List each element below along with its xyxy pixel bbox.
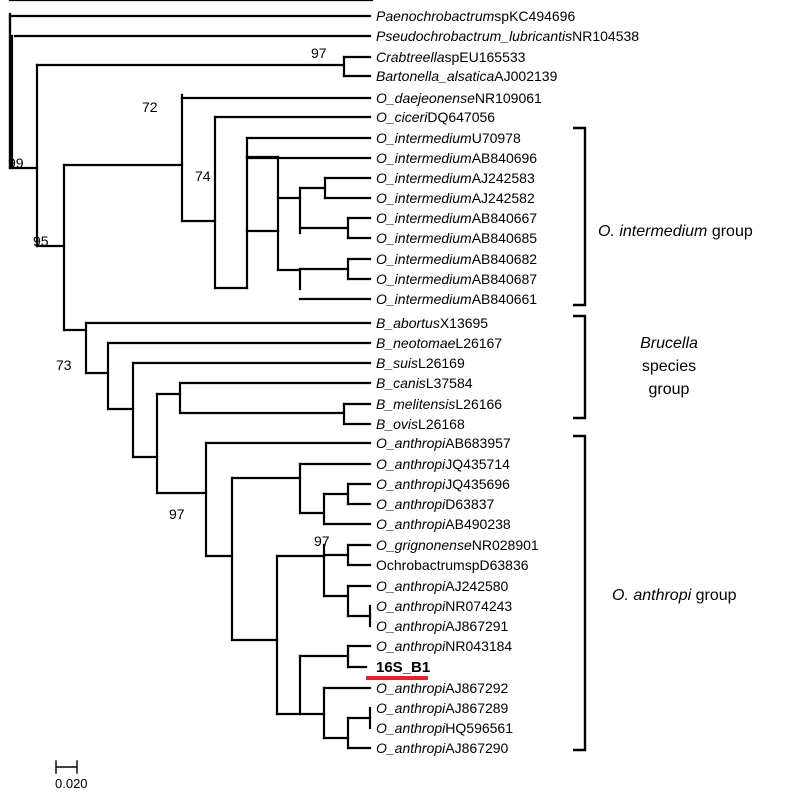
tip-label: O_anthropiAJ242580 <box>376 578 509 594</box>
bootstrap-label: 97 <box>169 506 185 522</box>
tree-branches <box>8 0 374 750</box>
tip-label: O_intermediumAB840661 <box>376 291 537 307</box>
tip-label: O_grignonenseNR028901 <box>376 537 539 553</box>
intermedium-group-bracket <box>573 126 587 307</box>
tip-label: O_intermediumAJ242583 <box>376 170 535 186</box>
brucella-group-label-line1: Brucella <box>640 335 698 352</box>
brucella-group-label-line3: group <box>649 381 690 398</box>
tip-label: O_intermediumAJ242582 <box>376 190 535 206</box>
bootstrap-label: 97 <box>314 533 330 549</box>
tip-label: O_daejeonenseNR109061 <box>376 90 542 106</box>
bootstrap-label: 95 <box>33 233 49 249</box>
anthropi-group-bracket <box>573 434 587 752</box>
tip-label: O_anthropiAB683957 <box>376 435 511 451</box>
tip-label: O_intermediumAB840667 <box>376 210 537 226</box>
tip-label: O_intermediumAB840682 <box>376 251 537 267</box>
tip-label: O_anthropiJQ435714 <box>376 456 510 472</box>
scale-bar-label: 0.020 <box>55 776 88 791</box>
brucella-group-bracket <box>573 314 587 420</box>
tip-label: Pseudochrobactrum_lubricantisNR104538 <box>376 28 639 44</box>
scale-bar <box>55 760 78 774</box>
tip-label: O_intermediumU70978 <box>376 130 521 146</box>
tip-label: B_ovisL26168 <box>376 416 465 432</box>
tip-label: CrabtreellaspEU165533 <box>376 49 526 65</box>
bootstrap-label: 99 <box>8 155 24 171</box>
tip-label: O_anthropiAB490238 <box>376 516 511 532</box>
tip-label: O_anthropiAJ867292 <box>376 680 509 696</box>
bootstrap-label: 72 <box>142 99 158 115</box>
bootstrap-label: 73 <box>56 357 72 373</box>
tip-label: O_anthropiNR043184 <box>376 638 512 654</box>
tip-label: O_intermediumAB840687 <box>376 271 537 287</box>
tip-label: O_ciceriDQ647056 <box>376 109 495 125</box>
tip-label: B_melitensisL26166 <box>376 396 502 412</box>
bootstrap-label: 74 <box>195 168 211 184</box>
tip-label: PaenochrobactrumspKC494696 <box>376 8 575 24</box>
tip-label: B_abortusX13695 <box>376 315 488 331</box>
tip-labels: PaenochrobactrumspKC494696Pseudochrobact… <box>376 8 639 756</box>
tip-label: Bartonella_alsaticaAJ002139 <box>376 68 558 84</box>
bootstrap-label: 97 <box>311 45 327 61</box>
tip-label: B_neotomaeL26167 <box>376 335 502 351</box>
tip-label: O_intermediumAB840685 <box>376 230 537 246</box>
tip-label: O_anthropiD63837 <box>376 496 495 512</box>
tip-label: O_anthropiAJ867290 <box>376 740 509 756</box>
tip-label: O_intermediumAB840696 <box>376 150 537 166</box>
tip-label: O_anthropiNR074243 <box>376 598 512 614</box>
tip-label: O_anthropiAJ867289 <box>376 700 509 716</box>
tip-label: OchrobactrumspD63836 <box>376 557 529 573</box>
tip-label: 16S_B1 <box>376 659 430 676</box>
intermedium-group-label: O. intermedium group <box>598 223 753 240</box>
brucella-group-label-line2: species <box>642 358 696 375</box>
tip-label: B_canisL37584 <box>376 375 473 391</box>
tip-label: O_anthropiAJ867291 <box>376 618 509 634</box>
anthropi-group-label: O. anthropi group <box>612 587 737 604</box>
tip-label: O_anthropiJQ435696 <box>376 476 510 492</box>
tip-label: O_anthropiHQ596561 <box>376 720 513 736</box>
tip-label: B_suisL26169 <box>376 355 465 371</box>
